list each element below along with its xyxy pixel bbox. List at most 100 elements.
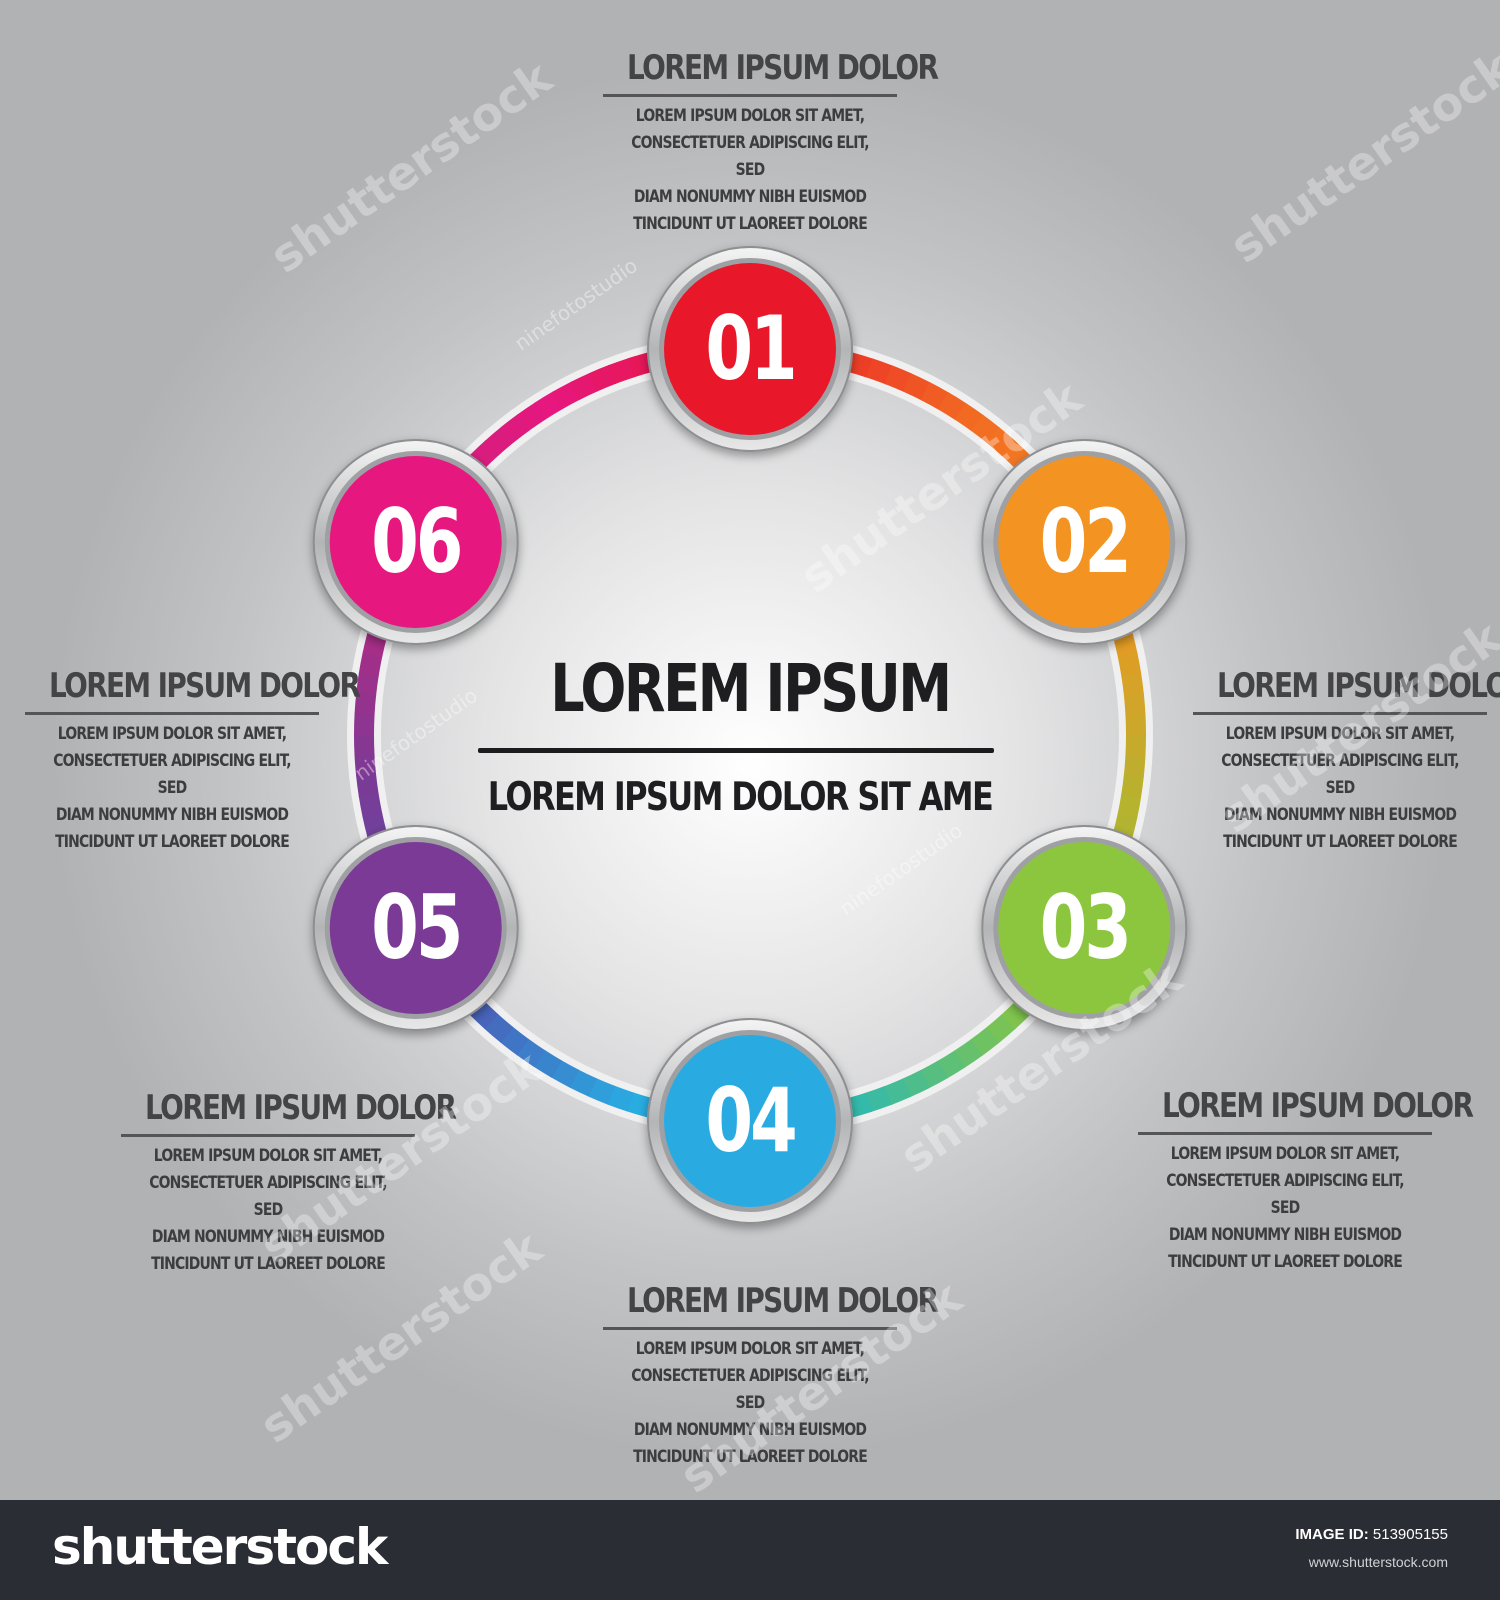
block-divider [1138,1132,1432,1135]
block-body: LOREM IPSUM DOLOR SIT AMET, CONSECTETUER… [149,1146,387,1274]
ring-segment [484,1013,514,1043]
text-block-top: LOREM IPSUM DOLOR LOREM IPSUM DOLOR SIT … [600,48,939,238]
cycle-diagram: 01 02 03 04 05 06 [312,246,1188,1224]
ring-segment [919,1060,948,1089]
ring-segment [953,1039,983,1068]
step-node-05: 05 [312,825,519,1031]
ring-segment [569,1069,598,1097]
ring-segment [607,1085,634,1112]
step-node-01: 01 [647,246,853,452]
infographic-canvas: 01 02 03 04 05 06 [312,246,1188,1224]
step-number: 03 [1040,877,1129,980]
block-title: LOREM IPSUM DOLOR [627,48,939,88]
ring-segment [552,381,581,410]
center-subtitle: LOREM IPSUM DOLOR SIT AME [487,775,994,820]
node-fill [329,456,502,628]
step-node-03: 03 [981,825,1188,1031]
ring-segment [901,1069,930,1098]
ring-segment [533,1049,563,1078]
center-title: LOREM IPSUM [550,650,952,727]
block-body: LOREM IPSUM DOLOR SIT AMET, CONSECTETUER… [1221,724,1459,852]
block-title: LOREM IPSUM DOLOR [1162,1086,1474,1126]
text-block-left-lower: LOREM IPSUM DOLOR LOREM IPSUM DOLOR SIT … [118,1088,457,1278]
step-nodes: 01 02 03 04 05 06 [312,246,1188,1224]
block-divider [603,94,897,97]
block-divider [25,712,319,715]
step-node-06: 06 [312,439,519,645]
ring-segment [1000,1000,1031,1030]
image-id-value: 513905155 [1372,1526,1448,1543]
node-fill [664,263,836,435]
ring-segment [358,792,383,818]
ring-segment [517,402,547,431]
block-title: LOREM IPSUM DOLOR [49,666,361,706]
block-divider [603,1327,897,1330]
ring-segment [1121,774,1144,798]
ring-segment [1117,793,1142,819]
ring-segment [1123,693,1146,717]
block-divider [1193,712,1487,715]
ring-segment [954,402,984,432]
ring-segment [358,651,383,677]
footer-bar: shutterstock IMAGE ID: 513905155 www.shu… [0,1500,1500,1600]
footer-url: www.shutterstock.com [1308,1554,1448,1570]
ring-segment [499,1026,530,1056]
ring-segment [356,773,379,797]
ring-segment [626,1092,653,1118]
ring-segment [884,365,913,392]
step-number: 06 [371,491,460,594]
center-divider [478,748,994,753]
ring-segment [516,1038,546,1068]
ring-segment [902,373,931,401]
ring-segment [1117,652,1142,678]
ring-segment [362,812,387,838]
node-fill [998,842,1171,1014]
ring-segment [970,414,1001,444]
ring-segment [534,391,563,420]
node-fill [329,842,502,1014]
ring-segment [920,382,949,410]
ring-segment [1125,734,1147,757]
node-fill [998,456,1171,628]
text-block-right-lower: LOREM IPSUM DOLOR LOREM IPSUM DOLOR SIT … [1135,1086,1474,1276]
step-number: 05 [371,877,460,980]
ring-segment [354,733,375,756]
block-title: LOREM IPSUM DOLOR [145,1088,457,1128]
ring-segment [354,753,377,777]
ring-segment [354,692,377,716]
ring-segment [1113,632,1138,658]
ring-segment [485,426,515,456]
ring-segment [1125,714,1147,737]
block-body: LOREM IPSUM DOLOR SIT AMET, CONSECTETUER… [631,1339,869,1467]
ring-segment [500,414,530,443]
ring-segment [937,1050,966,1079]
image-id: IMAGE ID: 513905155 [1295,1526,1448,1543]
text-block-right-upper: LOREM IPSUM DOLOR LOREM IPSUM DOLOR SIT … [1190,666,1500,856]
step-node-04: 04 [647,1018,853,1224]
text-block-bottom: LOREM IPSUM DOLOR LOREM IPSUM DOLOR SIT … [600,1281,939,1471]
ring-segment [356,672,379,696]
ring-segment [354,713,375,736]
ring-segment [866,358,893,385]
node-fill [664,1035,836,1207]
ring-segment [608,358,635,384]
block-body: LOREM IPSUM DOLOR SIT AMET, CONSECTETUER… [1166,1144,1404,1272]
ring-segment [587,1078,616,1105]
ring-segment [1121,673,1144,697]
block-title: LOREM IPSUM DOLOR [1217,666,1500,706]
block-body: LOREM IPSUM DOLOR SIT AMET, CONSECTETUER… [631,106,869,234]
block-title: LOREM IPSUM DOLOR [627,1281,939,1321]
block-body: LOREM IPSUM DOLOR SIT AMET, CONSECTETUER… [53,724,291,852]
ring-segment [883,1078,912,1106]
ring-segment [937,392,967,421]
text-block-left-upper: LOREM IPSUM DOLOR LOREM IPSUM DOLOR SIT … [22,666,361,856]
ring-segment [551,1060,580,1088]
ring-segment [1123,754,1146,778]
ring-segment [469,440,500,470]
ring-segment [570,372,599,401]
step-number: 01 [705,298,794,401]
step-number: 04 [705,1070,795,1173]
ring-segment [985,1014,1015,1044]
ring-segment [847,352,874,378]
step-number: 02 [1040,491,1129,594]
